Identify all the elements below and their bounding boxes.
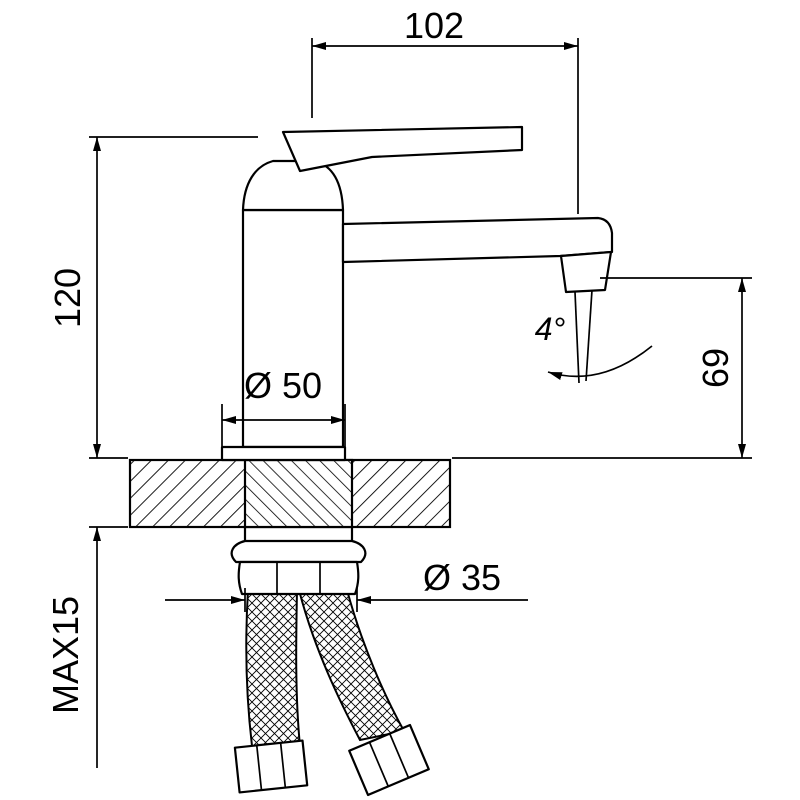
faucet-body	[241, 208, 345, 449]
faucet-aerator	[559, 250, 613, 294]
supply-hoses	[233, 589, 430, 797]
dimension-base-diameter: Ø 50	[221, 365, 346, 446]
countertop-section	[128, 458, 452, 529]
mounting-hardware	[230, 527, 367, 596]
dim-69-label: 69	[695, 348, 736, 388]
hose-fitting-right	[348, 723, 430, 797]
dimension-max-deck-thickness: MAX15	[45, 526, 128, 768]
dimension-stream-angle: 4°	[535, 311, 653, 380]
mounting-flange	[230, 539, 367, 564]
dimension-hole-diameter: Ø 35	[165, 557, 528, 612]
supply-hose-right	[297, 589, 406, 742]
faucet-handle-lever	[281, 125, 524, 173]
dim-diameter-35-label: Ø 35	[423, 557, 501, 598]
dimension-spout-reach: 102	[311, 5, 579, 214]
hose-fitting-left	[233, 739, 309, 794]
cartridge-housing	[241, 159, 345, 212]
angle-arc	[547, 345, 653, 380]
dim-angle-label: 4°	[535, 311, 566, 347]
dimension-body-height: 120	[47, 136, 258, 459]
faucet-outline	[220, 125, 614, 462]
supply-hose-left	[245, 589, 302, 747]
shank-below-deck	[243, 527, 354, 541]
water-stream-lines	[574, 289, 593, 384]
dim-120-label: 120	[47, 268, 88, 328]
dim-diameter-50-label: Ø 50	[244, 365, 322, 406]
faucet-shank-section	[243, 458, 354, 529]
mounting-nut	[237, 560, 360, 596]
dimension-spout-height: 69	[452, 277, 752, 459]
faucet-base-plate	[220, 445, 347, 462]
dim-102-label: 102	[404, 5, 464, 46]
dim-max15-label: MAX15	[45, 596, 86, 714]
